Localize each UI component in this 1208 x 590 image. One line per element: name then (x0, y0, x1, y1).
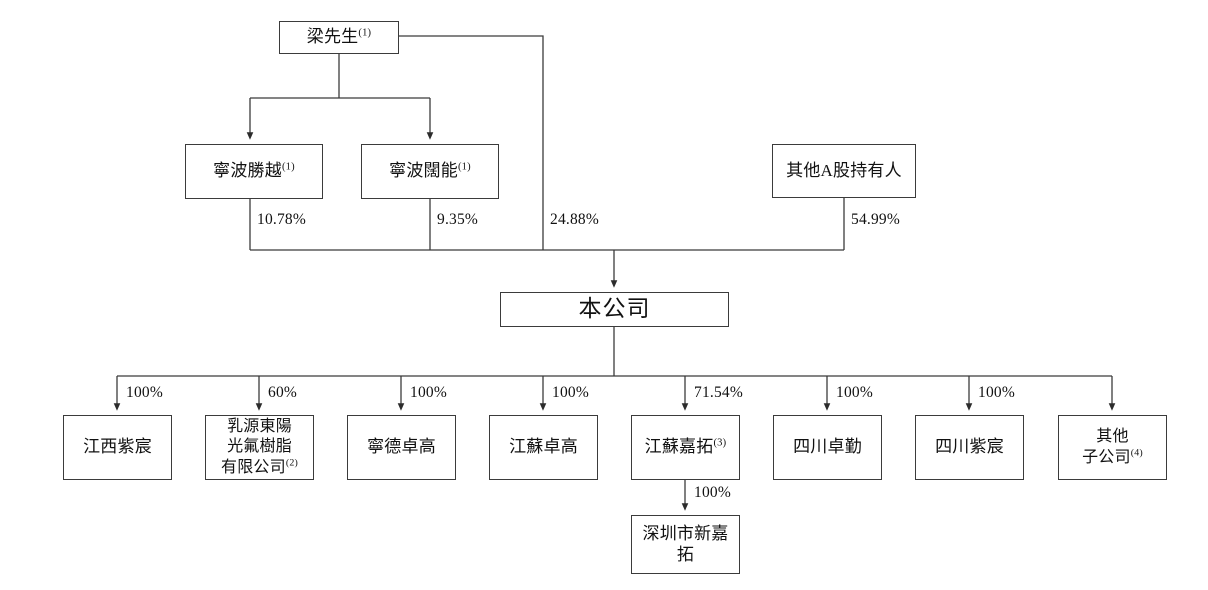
node-subsidiary-7[interactable]: 其他 子公司(4) (1058, 415, 1167, 480)
pct-kuoneng-to-company: 9.35% (437, 211, 479, 228)
pct-shenzhen-xinjiatuo: 100% (694, 484, 731, 501)
node-subsidiary-1-label: 乳源東陽 光氟樹脂 有限公司(2) (221, 417, 298, 476)
pct-subsidiary-1: 60% (268, 384, 298, 401)
node-subsidiary-3[interactable]: 江蘇卓高 (489, 415, 598, 480)
node-company-label: 本公司 (578, 296, 651, 322)
node-subsidiary-3-label: 江蘇卓高 (509, 437, 578, 457)
pct-subsidiary-0: 100% (126, 384, 163, 401)
node-controller-label: 梁先生(1) (306, 27, 372, 47)
node-subsidiary-5[interactable]: 四川卓勤 (773, 415, 882, 480)
node-subsidiary-0[interactable]: 江西紫宸 (63, 415, 172, 480)
node-company[interactable]: 本公司 (500, 292, 729, 327)
pct-other-a-to-company: 54.99% (851, 211, 900, 228)
node-subsidiary-2-label: 寧德卓高 (367, 437, 436, 457)
node-controller[interactable]: 梁先生(1) (279, 21, 399, 54)
pct-subsidiary-4: 71.54% (694, 384, 743, 401)
pct-subsidiary-5: 100% (836, 384, 873, 401)
node-ningbo-kuoneng-label: 寧波闊能(1) (389, 161, 471, 181)
node-subsidiary-5-label: 四川卓勤 (793, 437, 862, 457)
pct-subsidiary-2: 100% (410, 384, 447, 401)
node-subsidiary-6-label: 四川紫宸 (935, 437, 1004, 457)
pct-shengyue-to-company: 10.78% (257, 211, 306, 228)
pct-subsidiary-3: 100% (552, 384, 589, 401)
node-ningbo-shengyue-label: 寧波勝越(1) (213, 161, 295, 181)
node-ningbo-shengyue[interactable]: 寧波勝越(1) (185, 144, 323, 199)
pct-subsidiary-6: 100% (978, 384, 1015, 401)
node-ningbo-kuoneng[interactable]: 寧波闊能(1) (361, 144, 499, 199)
node-subsidiary-1[interactable]: 乳源東陽 光氟樹脂 有限公司(2) (205, 415, 314, 480)
node-shenzhen-xinjiatuo-label: 深圳市新嘉拓 (642, 523, 729, 564)
node-subsidiary-2[interactable]: 寧德卓高 (347, 415, 456, 480)
node-subsidiary-4[interactable]: 江蘇嘉拓(3) (631, 415, 740, 480)
node-subsidiary-0-label: 江西紫宸 (83, 437, 152, 457)
pct-controller-direct: 24.88% (550, 211, 599, 228)
node-subsidiary-4-label: 江蘇嘉拓(3) (644, 437, 727, 457)
node-other-a-shareholders-label: 其他A股持有人 (786, 160, 902, 180)
node-shenzhen-xinjiatuo[interactable]: 深圳市新嘉拓 (631, 515, 740, 574)
node-other-a-shareholders[interactable]: 其他A股持有人 (772, 144, 916, 198)
node-subsidiary-6[interactable]: 四川紫宸 (915, 415, 1024, 480)
node-subsidiary-7-label: 其他 子公司(4) (1082, 428, 1143, 466)
